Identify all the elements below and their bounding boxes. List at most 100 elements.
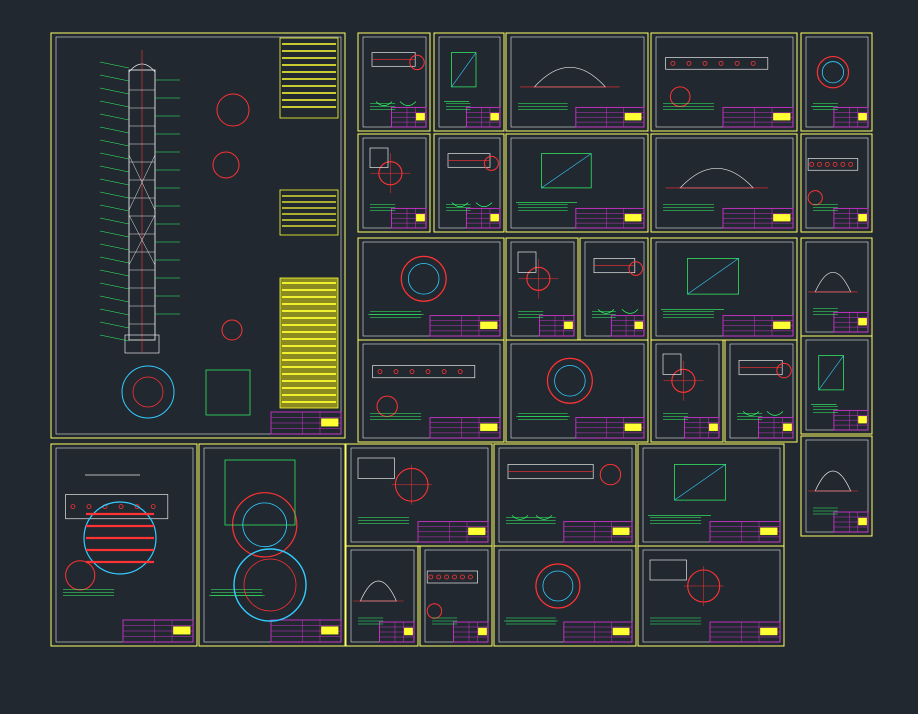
- drawing-sheet[interactable]: [345, 443, 493, 547]
- drawing-path: [359, 580, 397, 602]
- drawing-rect: [372, 365, 476, 379]
- drawing-rect: [279, 37, 339, 119]
- drawing-line: [99, 126, 130, 134]
- drawing-circle: [670, 60, 676, 66]
- drawing-rect: [416, 214, 425, 222]
- drawing-circle: [444, 574, 450, 580]
- drawing-sheet[interactable]: [198, 443, 346, 647]
- drawing-path: [742, 411, 760, 416]
- drawing-rect: [665, 57, 769, 70]
- drawing-rect: [50, 443, 198, 647]
- drawing-path: [535, 515, 553, 520]
- drawing-sheet[interactable]: [357, 237, 505, 341]
- drawing-rect: [493, 545, 637, 647]
- drawing-sheet[interactable]: [637, 443, 785, 547]
- drawing-line: [99, 100, 130, 108]
- drawing-rect: [404, 627, 413, 636]
- drawing-circle: [816, 55, 850, 89]
- drawing-line: [128, 214, 156, 266]
- drawing-circle: [86, 504, 92, 510]
- drawing-sheet[interactable]: [505, 237, 579, 341]
- drawing-sheet[interactable]: [493, 545, 637, 647]
- drawing-sheet[interactable]: [433, 133, 505, 233]
- drawing-line: [99, 178, 130, 186]
- drawing-circle: [686, 60, 692, 66]
- drawing-circle: [750, 60, 756, 66]
- drawing-circle: [400, 255, 447, 302]
- drawing-rect: [490, 113, 499, 121]
- drawing-rect: [649, 559, 687, 581]
- drawing-sheet[interactable]: [800, 435, 873, 537]
- drawing-sheet[interactable]: [357, 339, 505, 443]
- drawing-sheet[interactable]: [505, 339, 649, 443]
- drawing-sheet[interactable]: [637, 545, 785, 647]
- drawing-rect: [800, 133, 873, 233]
- drawing-sheet[interactable]: [579, 237, 649, 341]
- drawing-rect: [480, 321, 498, 330]
- drawing-line: [99, 308, 130, 316]
- drawing-rect: [321, 626, 339, 635]
- drawing-rect: [198, 443, 346, 647]
- drawing-sheet[interactable]: [357, 133, 431, 233]
- drawing-rect: [433, 133, 505, 233]
- tower-drawing: [99, 50, 251, 419]
- drawing-line: [99, 191, 130, 199]
- drawing-rect: [655, 36, 794, 128]
- drawing-rect: [498, 549, 633, 643]
- drawing-sheet[interactable]: [419, 545, 493, 647]
- drawing-rect: [642, 549, 781, 643]
- drawing-path: [475, 202, 493, 207]
- drawing-sheet[interactable]: [800, 335, 873, 435]
- drawing-rect: [634, 321, 643, 330]
- drawing-circle: [628, 261, 644, 276]
- drawing-circle: [542, 570, 574, 602]
- drawing-rect: [50, 32, 346, 439]
- drawing-sheet[interactable]: [650, 133, 798, 233]
- drawing-sheet[interactable]: [433, 32, 505, 132]
- drawing-path: [621, 309, 639, 314]
- drawing-sheet[interactable]: [50, 443, 198, 647]
- drawing-line: [128, 154, 156, 211]
- drawing-sheet[interactable]: [800, 32, 873, 132]
- drawing-sheet[interactable]: [505, 133, 649, 233]
- drawing-sheet[interactable]: [493, 443, 637, 547]
- drawing-rect: [760, 627, 778, 636]
- drawing-circle: [776, 362, 792, 379]
- drawing-sheet[interactable]: [650, 237, 798, 341]
- drawing-sheet[interactable]: [50, 32, 346, 439]
- drawing-circle: [441, 369, 447, 375]
- drawing-sheet[interactable]: [357, 32, 431, 132]
- drawing-line: [99, 321, 130, 329]
- drawing-rect: [760, 527, 778, 536]
- drawing-sheet[interactable]: [800, 237, 873, 337]
- drawing-circle: [460, 574, 465, 580]
- drawing-circle: [83, 501, 157, 575]
- drawing-circle: [840, 161, 846, 167]
- drawing-sheet[interactable]: [505, 32, 649, 132]
- drawing-line: [99, 256, 130, 264]
- drawing-rect: [624, 214, 642, 222]
- drawing-rect: [205, 369, 251, 416]
- drawing-circle: [150, 504, 156, 510]
- drawing-sheet[interactable]: [345, 545, 419, 647]
- drawing-rect: [709, 423, 718, 432]
- drawing-sheet[interactable]: [800, 133, 873, 233]
- drawing-line: [99, 243, 130, 251]
- drawing-sheet[interactable]: [650, 339, 724, 443]
- drawing-circle: [824, 161, 830, 167]
- drawing-rect: [655, 241, 794, 337]
- drawing-rect: [642, 447, 781, 543]
- drawing-line: [99, 269, 130, 277]
- drawing-sheet[interactable]: [724, 339, 798, 443]
- spec-tables: [279, 37, 339, 409]
- drawing-line: [99, 217, 130, 225]
- drawing-rect: [818, 355, 844, 391]
- drawing-rect: [510, 36, 645, 128]
- drawing-circle: [436, 574, 442, 580]
- drawing-sheet[interactable]: [650, 32, 798, 132]
- drawing-rect: [858, 517, 867, 526]
- drawing-rect: [517, 251, 537, 273]
- drawing-circle: [807, 190, 823, 206]
